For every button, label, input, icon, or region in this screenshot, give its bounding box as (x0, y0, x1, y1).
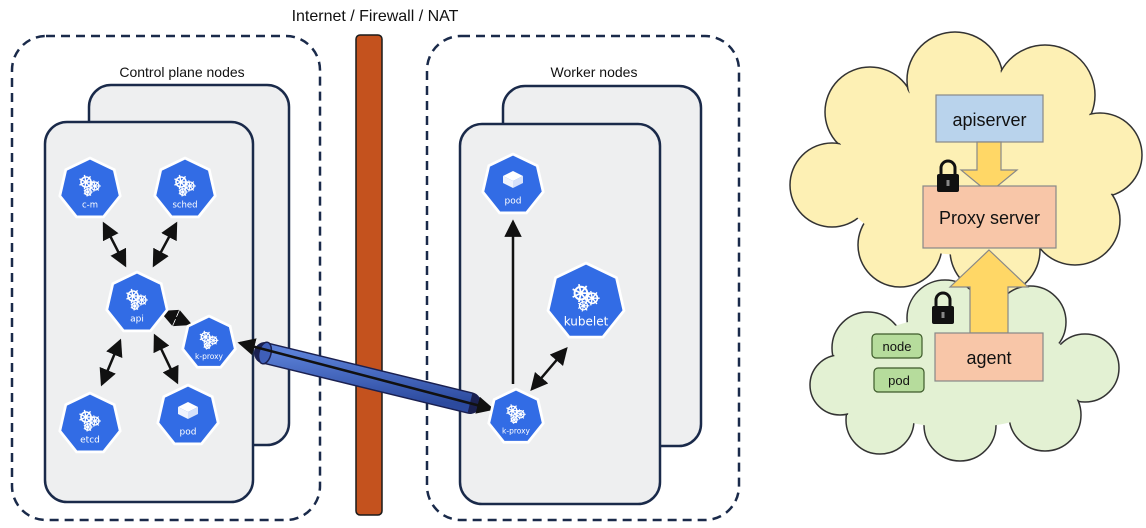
k8s-component-icons: c-m sched api k-proxy etcd pod pod kubelet k-pro… (58, 152, 626, 454)
icon-label: etcd (80, 436, 100, 446)
icon-label: sched (172, 201, 197, 211)
apiserver-label: apiserver (952, 110, 1026, 130)
tunnel-arrow (237, 338, 495, 414)
worker-arrows (504, 219, 568, 392)
worker-boundary (425, 34, 741, 522)
agent-box (934, 332, 1044, 382)
pod-tag-label: pod (888, 373, 910, 388)
barrier-label: Internet / Firewall / NAT (292, 8, 459, 25)
k-proxy-icon: k-proxy (181, 314, 237, 369)
control-plane-title: Control plane nodes (119, 64, 244, 80)
pod-icon: pod (481, 152, 545, 215)
proxy-server-label: Proxy server (939, 208, 1040, 228)
node-tag-label: node (883, 339, 912, 354)
proxy-server-box (922, 185, 1057, 249)
icon-label: api (130, 315, 144, 325)
agent-label: agent (966, 348, 1011, 368)
cloud-yellow (789, 31, 1143, 296)
icon-label: k-proxy (195, 352, 224, 361)
node-tag (871, 333, 923, 359)
arrow-sched-api (152, 221, 178, 268)
k-proxy-icon: k-proxy (487, 387, 545, 444)
etcd-icon: etcd (58, 391, 122, 454)
proxy-panel: apiserver Proxy server agent node pod (789, 31, 1143, 462)
kubelet-icon: kubelet (546, 261, 626, 339)
padlock-icon (937, 159, 959, 192)
arrow-api-pod (153, 333, 179, 385)
icon-label: c-m (82, 201, 98, 211)
icon-label: kubelet (564, 315, 609, 329)
pod-icon: pod (156, 383, 220, 446)
arrow-cm-api (102, 221, 127, 268)
padlock-icon (932, 291, 954, 324)
arrow-kproxy-kubelet (530, 346, 568, 392)
icon-label: k-proxy (502, 427, 531, 436)
control-plane-arrows (99, 221, 193, 387)
icon-label: pod (180, 428, 197, 438)
arrow-apiserver-proxy (959, 141, 1019, 194)
arrow-api-etcd (99, 338, 123, 387)
sched-icon: sched (153, 156, 217, 219)
firewall-bar (355, 34, 383, 516)
pod-tag (873, 367, 925, 393)
arrow-api-kproxy (159, 309, 193, 327)
api-icon: api (105, 270, 169, 333)
icon-label: pod (505, 197, 522, 207)
c-m-icon: c-m (58, 156, 122, 219)
tunnel-connection (237, 338, 495, 414)
worker-title: Worker nodes (551, 64, 638, 80)
control-plane-boundary (10, 34, 322, 522)
